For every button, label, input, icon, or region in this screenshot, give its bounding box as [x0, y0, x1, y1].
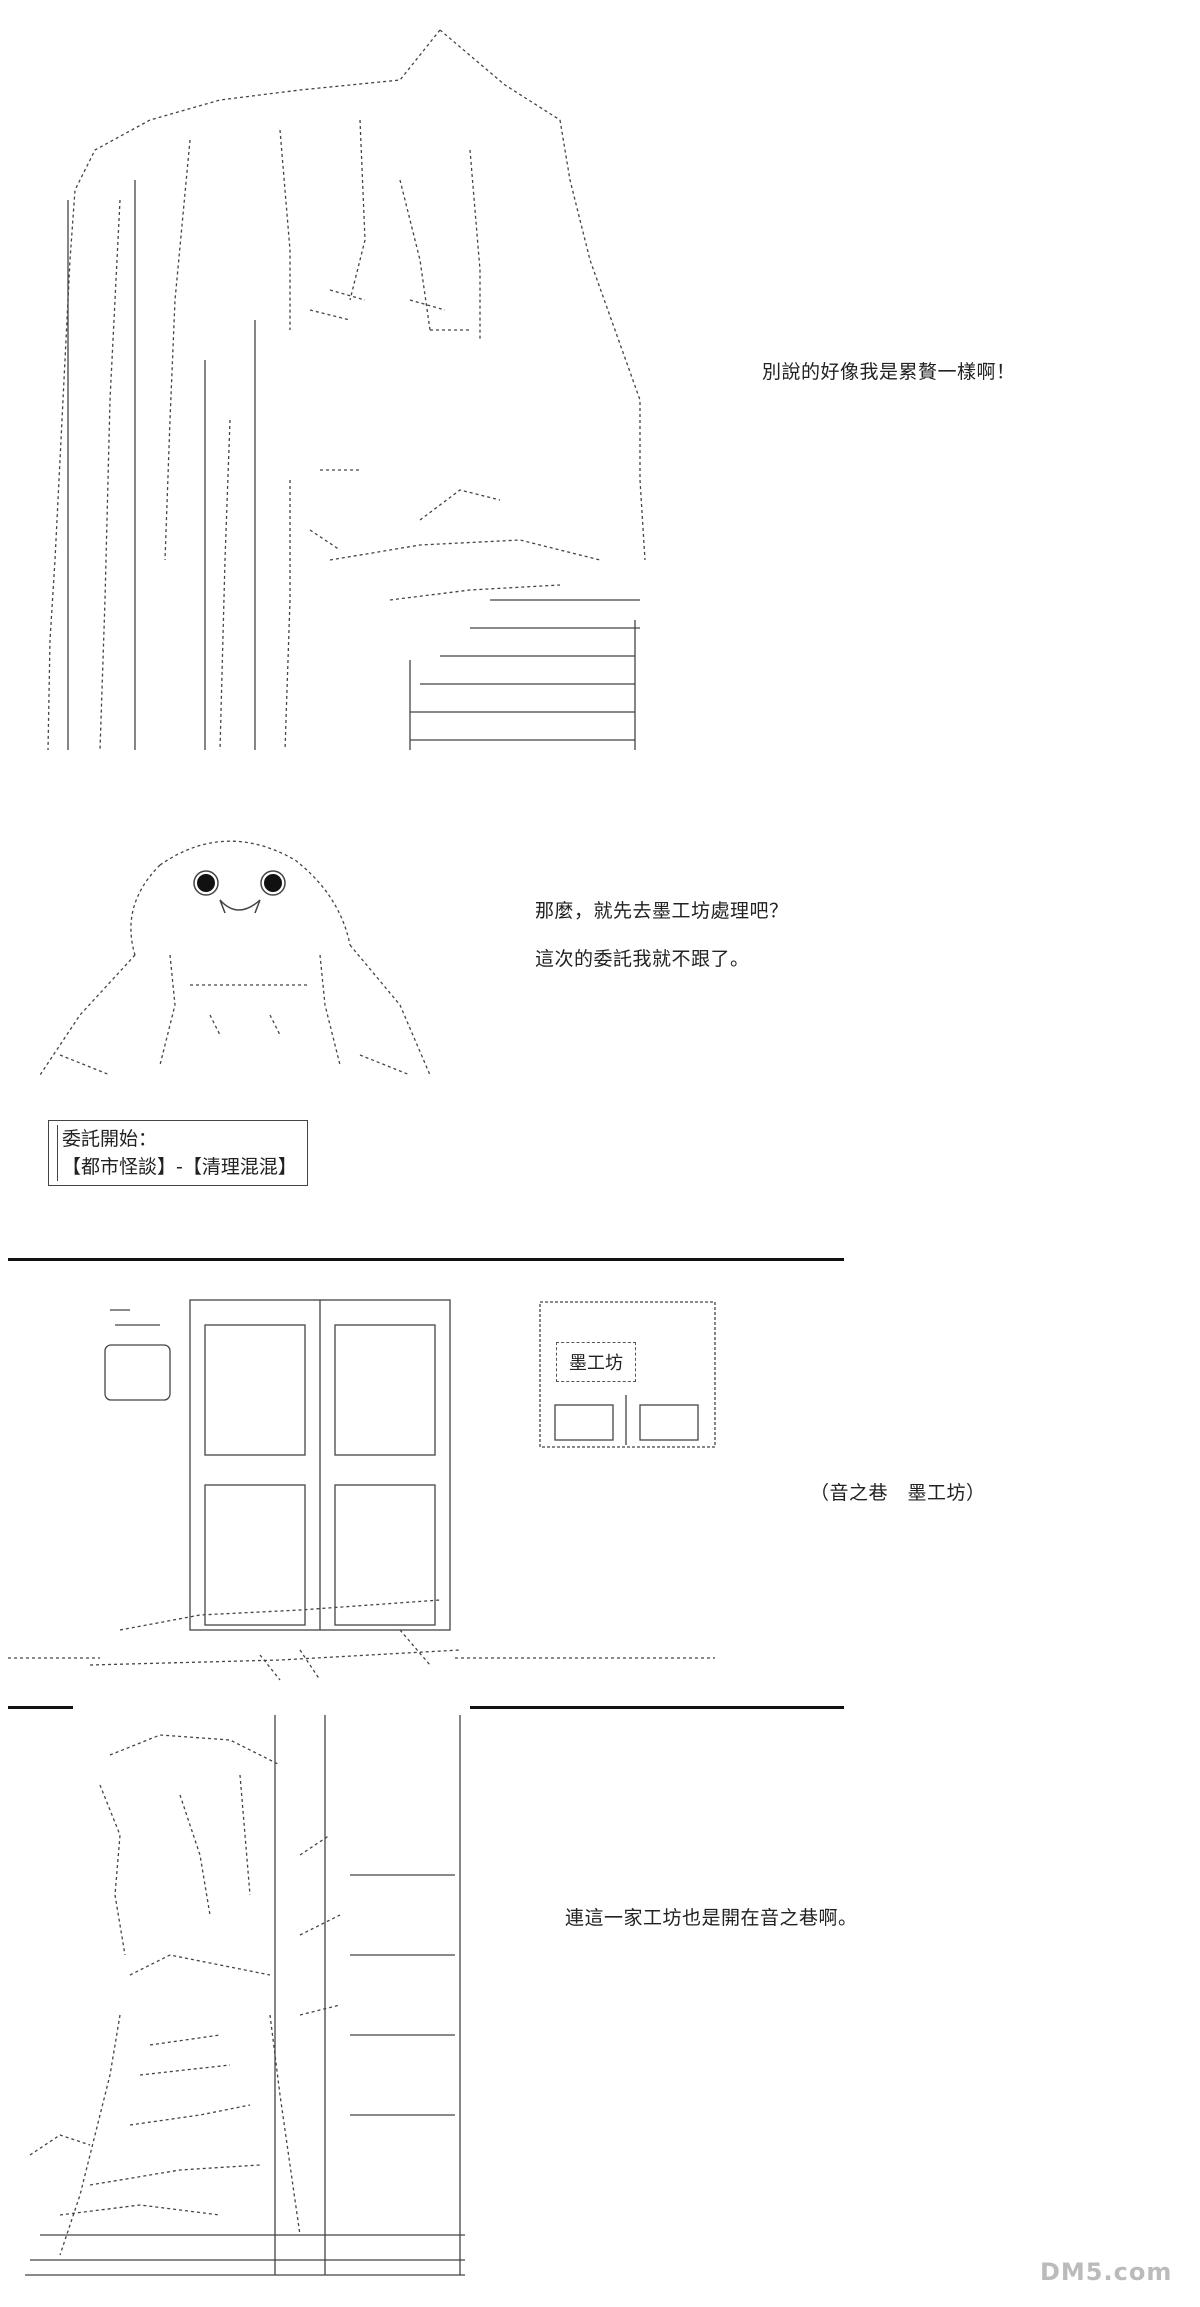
- dialog-line: 別說的好像我是累贅一樣啊！: [762, 361, 1016, 383]
- dialog-line: 連這一家工坊也是開在音之巷啊。: [565, 1907, 858, 1929]
- location-caption: （音之巷 墨工坊）: [810, 1482, 986, 1504]
- quest-box: 委託開始： 【都市怪談】-【清理混混】: [48, 1120, 308, 1186]
- panel-divider: [8, 1258, 844, 1261]
- dialog-line: 那麼，就先去墨工坊處理吧？: [535, 900, 789, 922]
- standing-figure-art: [25, 1715, 465, 2276]
- round-character-art: [39, 840, 431, 1076]
- watermark: DM5.com: [1040, 2258, 1172, 2286]
- shop-sign-label: 墨工坊: [569, 1353, 623, 1374]
- quest-detail: 【都市怪談】-【清理混混】: [62, 1156, 297, 1178]
- panel-divider: [470, 1706, 844, 1709]
- robed-figure-art: [47, 29, 646, 751]
- dialog-line: 這次的委託我就不跟了。: [535, 948, 750, 970]
- shop-building-art: [8, 1299, 716, 1681]
- shop-sign: 墨工坊: [556, 1342, 636, 1382]
- panel-divider: [8, 1706, 73, 1709]
- quest-title: 委託開始：: [62, 1128, 158, 1150]
- watermark-text: DM5.com: [1040, 2258, 1173, 2286]
